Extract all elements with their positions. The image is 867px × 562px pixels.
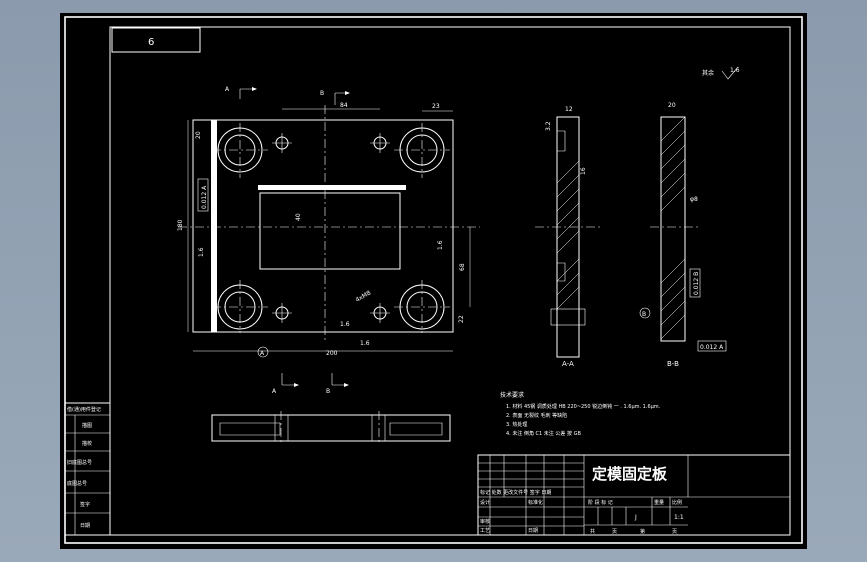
note-line-2: 2. 表面 无裂纹 毛刺 等缺陷 (506, 412, 567, 419)
bushing-hole-top-right (394, 123, 450, 178)
datum-a-circle (257, 346, 269, 358)
left-row-0: 借(通)用件登记 (67, 406, 101, 413)
section-bb-outline (660, 116, 686, 342)
title-row-process: 工艺 (480, 528, 490, 534)
hole-callout: 4xM8 (355, 289, 373, 303)
note-line-3: 3. 热处理 (506, 421, 527, 428)
plate-outline (192, 119, 454, 333)
section-aa-screw (550, 308, 586, 326)
dim-edge-offset-x: 23 (432, 103, 440, 110)
roughness-mark-2: 1.6 (360, 340, 370, 347)
bushing-hole-top-left (212, 123, 268, 178)
left-row-4: 底图总号 (67, 480, 87, 487)
side-elevation-view (211, 411, 451, 445)
datum-a: A (260, 350, 265, 357)
title-col-scale: 比例 (672, 499, 682, 506)
left-row-5: 签字 (80, 501, 90, 508)
cavity-top-bar (258, 185, 406, 190)
sheet-info-no: 第 (640, 528, 645, 535)
dim-overall-height: 180 (177, 219, 184, 231)
plate-edge-bar (211, 120, 217, 332)
title-approval: 日期 (528, 528, 538, 534)
section-aa-view: 12 16 3.2 A-A (535, 106, 600, 368)
roughness-mark-1: 1.6 (340, 321, 350, 328)
dim-edge-top: 20 (195, 131, 202, 139)
cad-drawing: 6 其余 1.6 (64, 16, 803, 544)
section-aa-rough: 3.2 (545, 121, 552, 131)
section-aa-outline (556, 116, 580, 358)
left-record-block: 借(通)用件登记 描图 描校 旧底图总号 底图总号 签字 日期 (64, 402, 111, 536)
bushing-hole-bottom-right (394, 280, 450, 333)
left-row-6: 日期 (80, 523, 90, 529)
section-bb-tolerance-frame (689, 268, 701, 298)
title-scale: 1:1 (674, 514, 684, 521)
side-elevation-outline (211, 414, 451, 442)
title-col-weight: 重量 (654, 499, 664, 506)
tolerance-left: 0.012 A (201, 185, 208, 209)
sheet-info-total: 共 (590, 528, 595, 535)
datum-b-circle (639, 307, 651, 319)
section-mark-a-top: A (225, 86, 230, 93)
plan-view: A B A B 84 23 200 180 20 22 68 40 4xM8 0… (177, 86, 480, 395)
note-line-1: 1. 材料 45钢 调质处理 HB 220~250 锐边倒钝 一 . 1.6μm… (506, 403, 661, 410)
notes-heading: 技术要求 (500, 391, 524, 399)
sheet-number-box (111, 27, 201, 53)
dim-hole-spacing-x: 84 (340, 102, 348, 109)
outer-frame (64, 16, 803, 544)
sheet-info-pages-1: 页 (612, 529, 617, 535)
tolerance-frame-left (197, 178, 209, 212)
left-row-2: 描校 (82, 440, 92, 447)
section-mark-a-bottom: A (272, 388, 277, 395)
section-bb-view: 20 φ8 0.012 B 0.012 A B B-B (639, 102, 727, 368)
section-bb-label: B-B (667, 360, 679, 368)
dim-vertical-spacing: 68 (459, 263, 466, 271)
roughness-mark-4: 1.6 (437, 240, 444, 250)
title-block-title: 定模固定板 (592, 465, 668, 483)
title-row-header: 标记 处数 更改文件号 签字 日期 (480, 489, 551, 496)
section-mark-b-top: B (320, 90, 324, 97)
sheet-info-pages-2: 页 (672, 529, 677, 535)
cavity-pocket (259, 192, 401, 270)
datum-b: B (642, 311, 646, 318)
title-row-review: 审核 (480, 518, 490, 525)
section-mark-b-bottom: B (326, 388, 330, 395)
dim-slot-depth: 40 (295, 213, 302, 221)
title-stage-mark: J (634, 514, 637, 521)
screw-holes (272, 133, 390, 323)
dim-overall-width: 200 (326, 350, 338, 357)
roughness-mark-3: 1.6 (198, 247, 205, 257)
title-row-design: 设计 (480, 499, 490, 506)
section-aa-top-dim: 12 (565, 106, 573, 113)
section-aa-label: A-A (562, 360, 574, 368)
section-aa-mid-dim: 16 (580, 167, 587, 175)
technical-notes: 技术要求 1. 材料 45钢 调质处理 HB 220~250 锐边倒钝 一 . … (500, 391, 661, 437)
section-bb-tolerance: 0.012 B (693, 272, 700, 295)
drawing-canvas[interactable]: 6 其余 1.6 (60, 13, 807, 549)
left-row-3: 旧底图总号 (67, 459, 92, 466)
bushing-hole-bottom-left (212, 280, 268, 333)
dim-edge-bottom: 22 (458, 315, 465, 323)
inner-frame (109, 26, 791, 536)
title-block: 标记 处数 更改文件号 签字 日期 设计 审核 工艺 日期 标准化 定模固定板 … (477, 454, 791, 536)
section-bb-tolerance-2: 0.012 A (700, 344, 724, 351)
section-bb-angle: φ8 (690, 196, 698, 203)
title-standardize: 标准化 (528, 499, 543, 506)
roughness-symbol (721, 66, 739, 80)
left-row-1: 描图 (82, 422, 92, 429)
section-bb-thickness: 20 (668, 102, 676, 109)
roughness-note-label: 其余 (702, 69, 714, 77)
sheet-number: 6 (148, 37, 154, 48)
section-bb-tolerance-frame-2 (697, 340, 727, 352)
note-line-4: 4. 未注 倒角 C1 未注 公差 按 GB (506, 430, 581, 437)
title-col-stage: 阶 段 标 记 (588, 499, 613, 506)
